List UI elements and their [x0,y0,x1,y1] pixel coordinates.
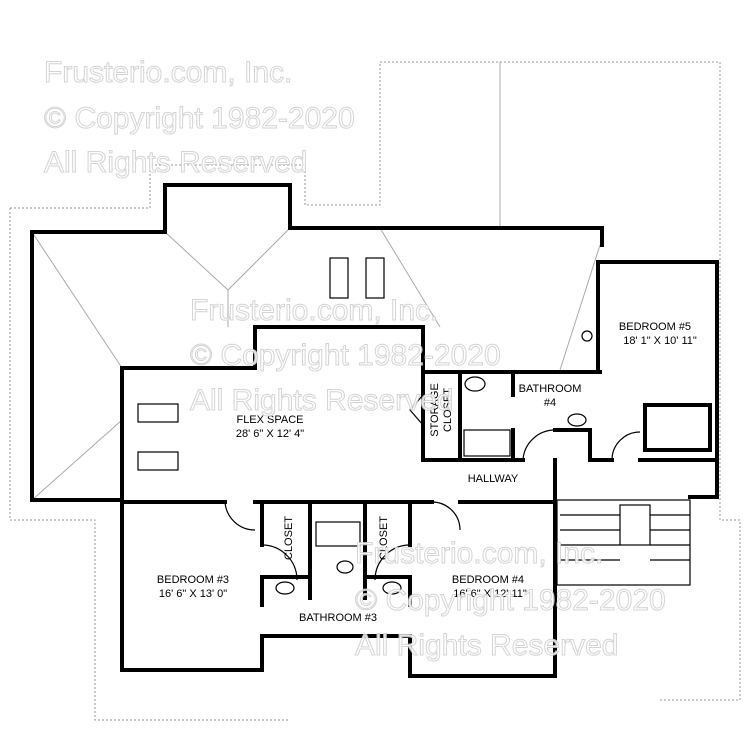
svg-text:Frusterio.com, Inc.: Frusterio.com, Inc. [44,56,292,89]
watermark-top: Frusterio.com, Inc. © Copyright 1982-202… [44,56,356,180]
fixtures [224,330,690,595]
storage-closet-label-1: STORAGE [429,383,441,437]
svg-text:© Copyright 1982-2020: © Copyright 1982-2020 [355,584,666,617]
bedroom3-label: BEDROOM #3 [157,574,229,586]
roof-lines [9,61,741,721]
svg-text:Frusterio.com, Inc.: Frusterio.com, Inc. [190,294,438,327]
bedroom5-label: BEDROOM #5 [619,321,691,333]
flex-space-label: FLEX SPACE [236,414,303,426]
bedroom4-label: BEDROOM #4 [452,574,524,586]
bathroom3-label: BATHROOM #3 [299,612,377,624]
watermark-middle: Frusterio.com, Inc. © Copyright 1982-202… [190,294,502,418]
walls [30,183,719,678]
watermark-bottom: Frusterio.com, Inc. © Copyright 1982-202… [355,537,667,663]
bathroom4-number: #4 [544,397,556,409]
svg-text:© Copyright 1982-2020: © Copyright 1982-2020 [190,339,501,372]
svg-text:All Rights Reserved: All Rights Reserved [44,146,307,179]
bedroom4-size: 16' 6" X 12' 11" [453,588,527,600]
bedroom5-size: 18' 1" X 10' 11" [623,335,697,347]
flex-space-size: 28' 6" X 12' 4" [236,428,304,440]
svg-text:All Rights Reserved: All Rights Reserved [355,629,618,662]
room-labels: FLEX SPACE 28' 6" X 12' 4" BEDROOM #5 18… [157,321,697,624]
door-swings [224,394,641,581]
closet-left-label: CLOSET [283,516,295,560]
bathroom4-label: BATHROOM [519,383,582,395]
svg-text:© Copyright 1982-2020: © Copyright 1982-2020 [44,102,355,135]
bedroom3-size: 16' 6" X 13' 0" [159,588,227,600]
closet-right-label: CLOSET [378,516,390,560]
svg-text:Frusterio.com, Inc.: Frusterio.com, Inc. [355,537,603,570]
hallway-label: HALLWAY [468,473,519,485]
svg-text:All Rights Reserved: All Rights Reserved [190,384,453,417]
storage-closet-label-2: CLOSET [442,388,454,432]
